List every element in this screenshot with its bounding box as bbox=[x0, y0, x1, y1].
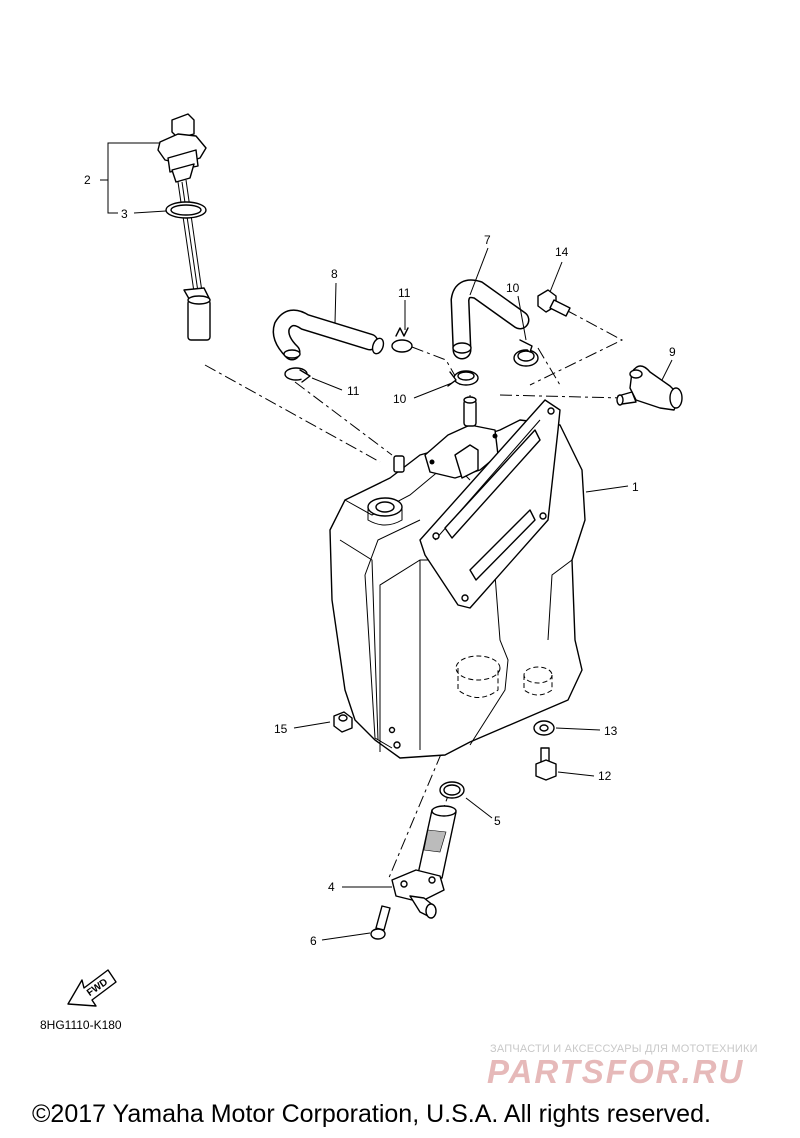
copyright-notice: ©2017 Yamaha Motor Corporation, U.S.A. A… bbox=[32, 1100, 711, 1128]
hose-7 bbox=[450, 279, 530, 360]
watermark-tagline: ЗАПЧАСТИ И АКСЕССУАРЫ ДЛЯ МОТОТЕХНИКИ bbox=[490, 1043, 758, 1055]
bolt-6 bbox=[370, 905, 391, 940]
washer-13 bbox=[533, 720, 555, 736]
callout-5: 5 bbox=[494, 814, 501, 828]
clip-10-upper bbox=[513, 339, 539, 367]
callout-2: 2 bbox=[84, 173, 91, 187]
callout-12: 12 bbox=[598, 769, 612, 783]
callout-10-lower: 10 bbox=[393, 392, 407, 406]
diagram-code: 8HG1110-K180 bbox=[40, 1018, 122, 1032]
callout-9: 9 bbox=[669, 345, 676, 359]
clip-11-lower bbox=[284, 367, 311, 383]
callout-14: 14 bbox=[555, 245, 569, 259]
bolt-14 bbox=[537, 289, 571, 317]
bolt-12 bbox=[535, 747, 557, 781]
elbow-fitting-9 bbox=[616, 365, 683, 411]
clip-11-upper bbox=[391, 327, 413, 353]
o-ring-5 bbox=[439, 781, 465, 799]
callout-4: 4 bbox=[328, 880, 335, 894]
leader-lines bbox=[100, 142, 673, 941]
hose-8 bbox=[272, 309, 385, 361]
callout-11-lower: 11 bbox=[347, 384, 360, 398]
o-ring-3 bbox=[165, 201, 207, 219]
callout-15: 15 bbox=[274, 722, 288, 736]
fuel-tank bbox=[329, 396, 586, 759]
callout-6: 6 bbox=[310, 934, 317, 948]
callout-13: 13 bbox=[604, 724, 618, 738]
fuel-sender bbox=[157, 113, 211, 341]
watermark-logo: PARTSFOR.RU bbox=[487, 1053, 745, 1090]
fwd-arrow-icon: FWD bbox=[67, 969, 117, 1007]
callout-7: 7 bbox=[484, 233, 491, 247]
nut-15 bbox=[333, 711, 353, 733]
fuel-strainer-4 bbox=[391, 805, 457, 919]
clip-10-lower bbox=[447, 370, 479, 387]
callout-8: 8 bbox=[331, 267, 338, 281]
callout-1: 1 bbox=[632, 480, 639, 494]
callout-3: 3 bbox=[121, 207, 128, 221]
callout-11-upper: 11 bbox=[398, 286, 411, 300]
callout-numbers: 1 2 3 4 5 6 7 8 9 10 10 11 11 12 13 14 1… bbox=[84, 173, 676, 948]
callout-10-upper: 10 bbox=[506, 281, 520, 295]
